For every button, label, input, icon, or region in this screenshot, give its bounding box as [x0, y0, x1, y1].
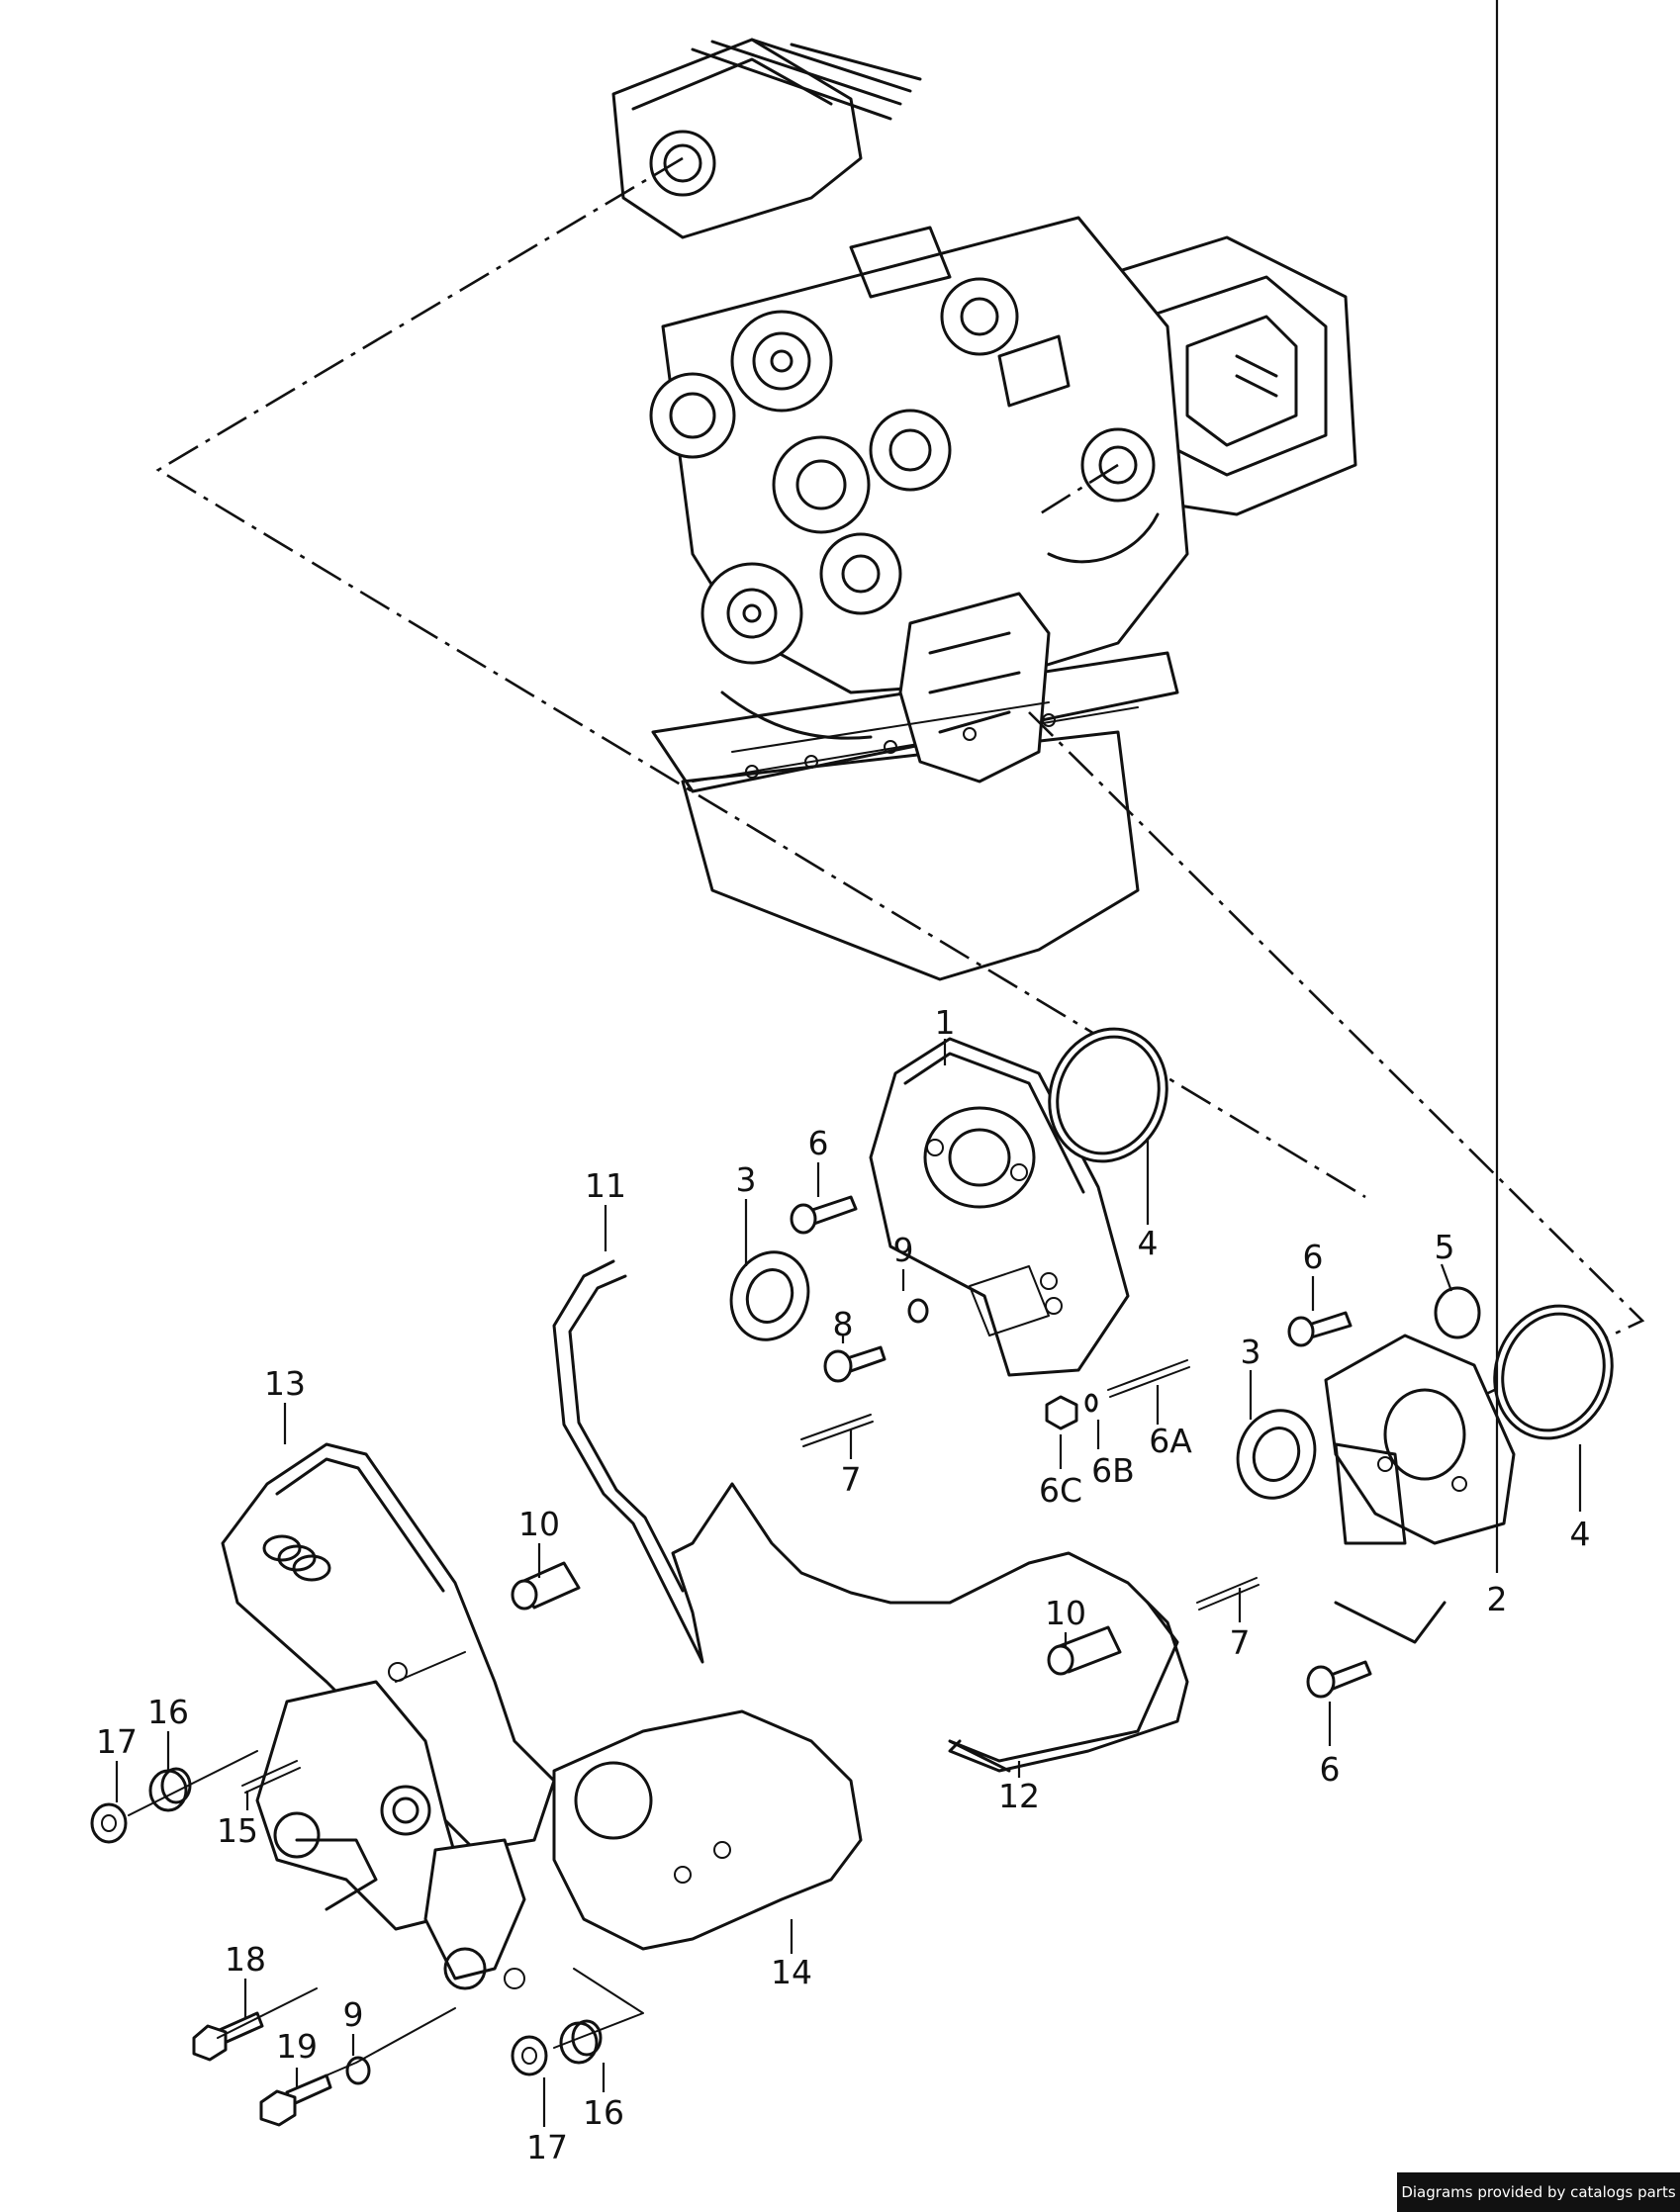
callout-17: 17: [96, 1722, 138, 1761]
callout-11: 11: [585, 1166, 626, 1205]
fasteners: [90, 1195, 1372, 2127]
diagram-credit-banner: Diagrams provided by catalogs parts: [1397, 2172, 1680, 2212]
callout-leader-lines: [115, 0, 1582, 2127]
callout-6: 6: [808, 1124, 829, 1162]
callout-4: 4: [1138, 1224, 1159, 1262]
callout-6: 6: [1320, 1750, 1341, 1789]
callout-6C: 6C: [1039, 1471, 1082, 1510]
lower-bracket-assembly: [255, 1680, 526, 1990]
callout-16: 16: [583, 2093, 624, 2132]
callout-9: 9: [893, 1231, 914, 1269]
part-2-front-housing: [1324, 1334, 1516, 1644]
callout-12: 12: [998, 1777, 1040, 1815]
part-5-small-seal: [1434, 1286, 1481, 1339]
callout-5: 5: [1435, 1228, 1455, 1266]
part-13-upper-timing-cover: [221, 1442, 556, 1852]
part-11-timing-belt: [552, 1259, 1189, 1773]
callout-9: 9: [343, 1995, 364, 2034]
callout-2: 2: [1487, 1580, 1508, 1618]
callout-10: 10: [1045, 1594, 1086, 1632]
callout-1: 1: [935, 1003, 956, 1042]
callout-6A: 6A: [1149, 1422, 1192, 1460]
callout-6: 6: [1303, 1238, 1324, 1276]
callout-16: 16: [147, 1693, 189, 1731]
callout-14: 14: [771, 1953, 812, 1991]
callout-6B: 6B: [1091, 1451, 1135, 1490]
callout-7: 7: [841, 1460, 862, 1499]
part-12-belt-guide: [948, 1601, 1179, 1773]
callout-labels: 1 2 3 3 4 4 5 6 6 6 6A 6B 6C 7 7 8 9 9 1…: [96, 1003, 1591, 2166]
part-3-shaft-seals: [729, 1250, 1317, 1500]
callout-8: 8: [833, 1305, 854, 1343]
engine-block-illustration: [611, 38, 1357, 981]
callout-10: 10: [518, 1505, 560, 1543]
callout-3: 3: [736, 1160, 757, 1199]
callout-19: 19: [276, 2027, 318, 2066]
part-4-seal-rings: [1048, 1027, 1614, 1440]
callout-4: 4: [1570, 1515, 1591, 1553]
part-14-lower-timing-cover: [552, 1709, 863, 1951]
callout-13: 13: [264, 1364, 306, 1403]
callout-17: 17: [526, 2128, 568, 2166]
callout-3: 3: [1241, 1333, 1261, 1371]
callout-18: 18: [225, 1940, 266, 1979]
callout-15: 15: [217, 1811, 258, 1850]
callout-7: 7: [1230, 1623, 1251, 1662]
